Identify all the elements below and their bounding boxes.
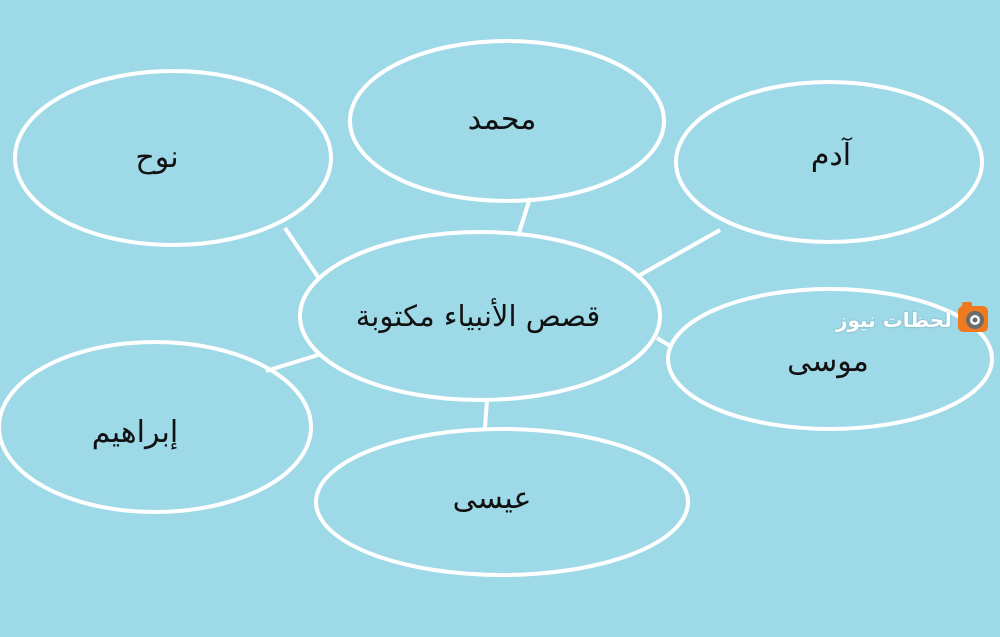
node-adam-ellipse: [674, 80, 984, 244]
node-adam-label: آدم: [811, 137, 853, 173]
node-muhammad-ellipse: [348, 39, 666, 203]
center-ellipse: [298, 230, 662, 402]
node-noah-label: نوح: [135, 140, 178, 175]
node-isa-ellipse: [314, 427, 690, 577]
watermark-text: لحظات نيوز: [836, 308, 952, 332]
node-musa-ellipse: [666, 287, 994, 431]
connector-ibrahim: [265, 353, 319, 373]
node-ibrahim-ellipse: [0, 340, 313, 514]
connector-muhammad: [516, 197, 532, 237]
connector-isa: [483, 399, 489, 429]
node-noah-ellipse: [13, 69, 333, 247]
camera-logo-icon: [956, 300, 992, 340]
node-isa-label: عيسى: [453, 481, 532, 516]
node-ibrahim-label: إبراهيم: [92, 415, 178, 450]
connector-noah: [283, 226, 322, 282]
node-muhammad-label: محمد: [468, 102, 537, 137]
connector-adam: [639, 228, 721, 277]
node-musa-label: موسى: [787, 344, 869, 379]
watermark: لحظات نيوز: [836, 300, 992, 340]
center-label: قصص الأنبياء مكتوبة: [356, 297, 601, 333]
